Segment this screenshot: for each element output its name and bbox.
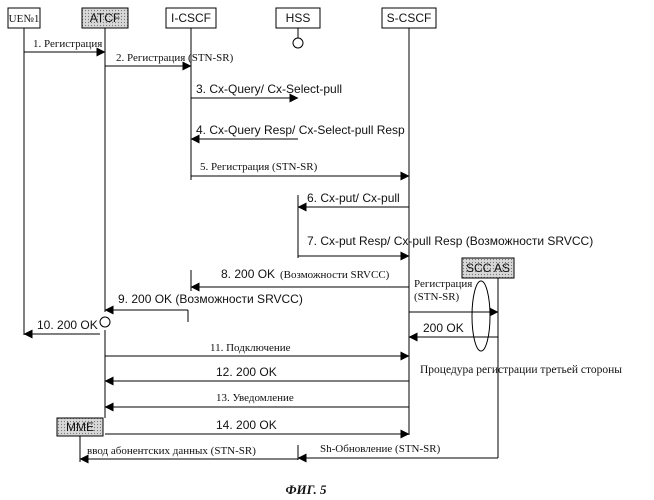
hss-label: HSS bbox=[286, 11, 311, 25]
message-15: ввод абонентских данных (STN-SR) bbox=[80, 445, 298, 459]
third-party-reg-label: Регистрация bbox=[414, 278, 472, 290]
sccas-entity: SCC AS bbox=[462, 258, 514, 278]
third-party-ok-label: 200 OK bbox=[423, 321, 464, 335]
message-5: 5. Регистрация (STN-SR) bbox=[191, 161, 409, 176]
icscf-label: I-CSCF bbox=[171, 11, 211, 25]
message-2: 2. Регистрация (STN-SR) bbox=[105, 52, 234, 66]
message-10-label: 10. 200 OK bbox=[37, 318, 98, 332]
message-14: 14. 200 OK bbox=[105, 418, 409, 434]
mme-entity: MME bbox=[57, 418, 103, 436]
message-8-label: 8. 200 OK bbox=[221, 267, 275, 281]
sh-update-message: Sh-Обновление (STN-SR) bbox=[298, 443, 498, 458]
message-7-label: 7. Cx-put Resp/ Cx-pull Resp (Возможност… bbox=[307, 234, 593, 248]
message-9-label: 9. 200 OK (Возможности SRVCC) bbox=[118, 292, 303, 306]
ue-entity: UE№1 bbox=[8, 8, 40, 28]
sh-update-label: Sh-Обновление (STN-SR) bbox=[320, 443, 441, 455]
message-9: 9. 200 OK (Возможности SRVCC) bbox=[105, 292, 303, 310]
mme-label: MME bbox=[66, 420, 94, 434]
atcf-label: ATCF bbox=[90, 11, 120, 25]
message-7: 7. Cx-put Resp/ Cx-pull Resp (Возможност… bbox=[298, 234, 593, 256]
message-11: 11. Подключение bbox=[105, 342, 409, 356]
message-11-label: 11. Подключение bbox=[210, 342, 291, 354]
message-6: 6. Cx-put/ Cx-pull bbox=[298, 191, 409, 207]
scscf-label: S-CSCF bbox=[387, 11, 432, 25]
message-8: 8. 200 OK (Возможности SRVCC) bbox=[191, 267, 409, 287]
message-12: 12. 200 OK bbox=[105, 365, 409, 381]
third-party-procedure-label: Процедура регистрации третьей стороны bbox=[420, 364, 622, 376]
atcf-origin-circle bbox=[100, 317, 110, 327]
message-6-label: 6. Cx-put/ Cx-pull bbox=[307, 191, 400, 205]
scscf-entity: S-CSCF bbox=[382, 8, 436, 28]
sccas-label: SCC AS bbox=[466, 261, 510, 275]
hss-origin-circle bbox=[293, 38, 303, 48]
message-14-label: 14. 200 OK bbox=[216, 418, 277, 432]
message-4-label: 4. Cx-Query Resp/ Cx-Select-pull Resp bbox=[196, 123, 405, 137]
message-12-label: 12. 200 OK bbox=[216, 365, 277, 379]
third-party-ellipse bbox=[472, 281, 490, 351]
message-10: 10. 200 OK bbox=[24, 317, 110, 334]
icscf-entity: I-CSCF bbox=[166, 8, 216, 28]
message-2-label: 2. Регистрация (STN-SR) bbox=[116, 52, 234, 64]
figure-caption: ФИГ. 5 bbox=[285, 482, 327, 497]
third-party-reg-sublabel: (STN-SR) bbox=[414, 291, 460, 303]
message-13: 13. Уведомление bbox=[105, 392, 409, 407]
message-8-sublabel: (Возможности SRVCC) bbox=[280, 269, 390, 281]
message-15-label: ввод абонентских данных (STN-SR) bbox=[87, 445, 256, 457]
ue-label: UE№1 bbox=[9, 13, 40, 25]
message-1-label: 1. Регистрация bbox=[33, 38, 102, 50]
message-5-label: 5. Регистрация (STN-SR) bbox=[200, 161, 318, 173]
message-3-label: 3. Cx-Query/ Cx-Select-pull bbox=[196, 82, 342, 96]
third-party-ok-message: 200 OK bbox=[409, 321, 498, 337]
hss-entity: HSS bbox=[276, 8, 320, 28]
atcf-entity: ATCF bbox=[82, 8, 128, 28]
message-1: 1. Регистрация bbox=[24, 38, 105, 52]
message-13-label: 13. Уведомление bbox=[216, 392, 294, 404]
message-4: 4. Cx-Query Resp/ Cx-Select-pull Resp bbox=[191, 123, 405, 139]
message-3: 3. Cx-Query/ Cx-Select-pull bbox=[191, 82, 342, 98]
